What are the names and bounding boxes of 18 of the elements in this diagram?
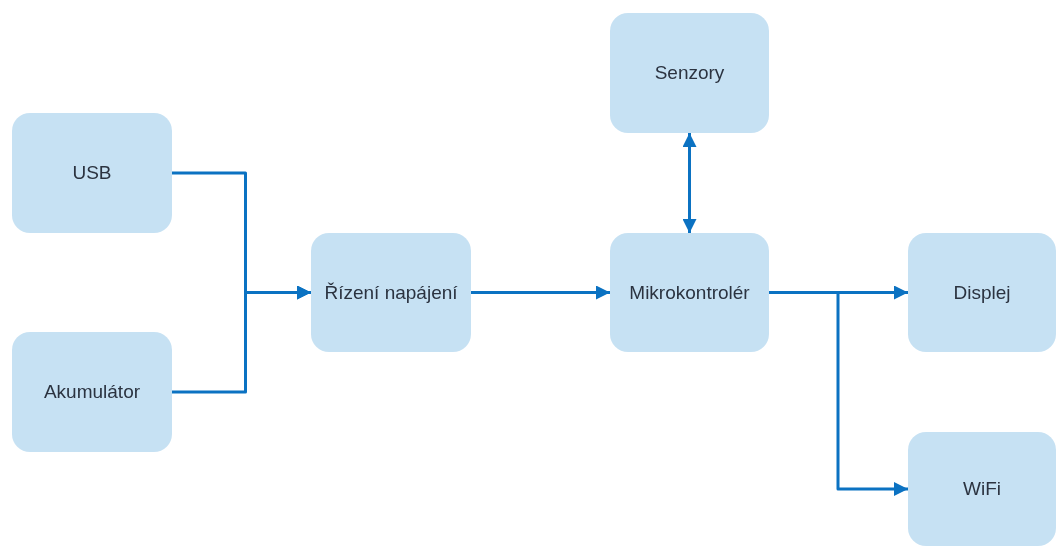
process-box (311, 233, 471, 352)
process-box (610, 13, 769, 133)
arrow (769, 291, 908, 496)
process-box (908, 432, 1056, 546)
box-label: Akumulátor (42, 380, 142, 405)
process-box (12, 332, 172, 452)
box-label: Senzory (653, 61, 726, 86)
box-label: Displej (952, 280, 1012, 305)
arrow (172, 285, 311, 394)
arrow (471, 285, 610, 300)
box-label: WiFi (962, 477, 1002, 502)
arrow (682, 133, 697, 233)
box-label: USB (71, 161, 113, 186)
box-label: Řízení napájení (323, 280, 459, 305)
process-box (12, 113, 172, 233)
process-box (610, 233, 769, 352)
box-label: Mikrokontrolér (628, 280, 751, 305)
process-box (908, 233, 1056, 352)
